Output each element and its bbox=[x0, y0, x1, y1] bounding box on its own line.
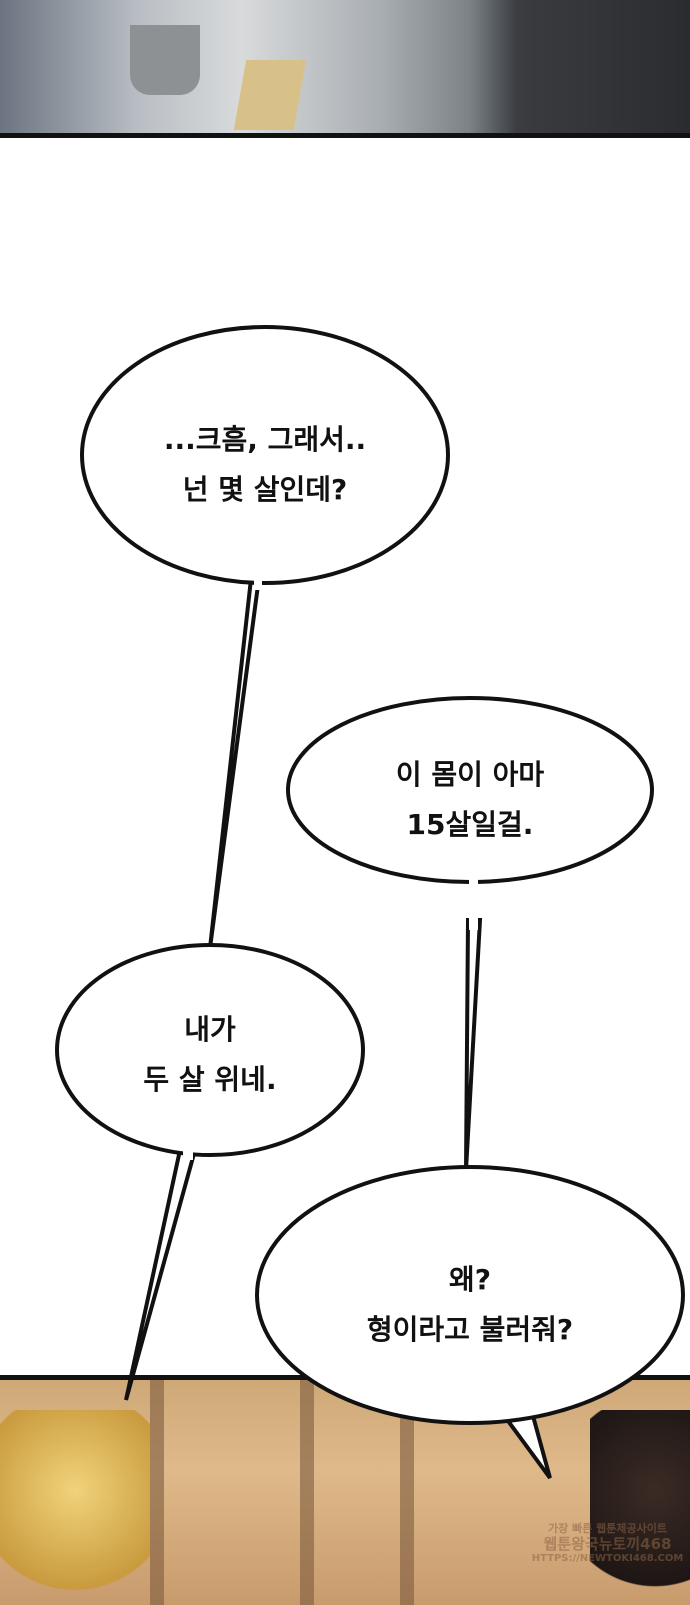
bubble-4-text: 왜? 형이라고 불러줘? bbox=[260, 1255, 680, 1355]
dialogue-line: 이 몸이 아마 bbox=[395, 758, 545, 791]
bubble-2-text: 이 몸이 아마 15살일걸. bbox=[290, 750, 650, 850]
speech-bubble-1 bbox=[80, 325, 450, 585]
watermark-line: HTTPS://NEWTOKI468.COM bbox=[531, 1552, 684, 1564]
top-panel-knight-with-teacup bbox=[0, 0, 690, 138]
dark-haired-character bbox=[590, 1410, 690, 1605]
dialogue-line: 왜? bbox=[448, 1263, 491, 1296]
bubble-3-text: 내가 두 살 위네. bbox=[60, 1005, 360, 1105]
dialogue-line: 넌 몇 살인데? bbox=[182, 473, 348, 506]
blonde-character bbox=[0, 1410, 150, 1605]
bubble-3-tail bbox=[124, 1148, 198, 1401]
wall-post bbox=[150, 1380, 164, 1605]
bubble-1-text: ...크흠, 그래서.. 넌 몇 살인데? bbox=[85, 415, 445, 515]
wall-post bbox=[300, 1380, 314, 1605]
dialogue-line: 내가 bbox=[184, 1013, 236, 1046]
bottom-panel-characters bbox=[0, 1375, 690, 1605]
bubble-1-tail bbox=[208, 568, 263, 949]
watermark: 가장 빠른 웹툰제공사이트 웹툰왕국뉴토끼468 HTTPS://NEWTOKI… bbox=[525, 1522, 690, 1564]
wall-post bbox=[400, 1380, 414, 1605]
speech-bubble-3 bbox=[55, 943, 365, 1157]
watermark-line: 가장 빠른 웹툰제공사이트 bbox=[548, 1522, 667, 1535]
dialogue-line: 형이라고 불러줘? bbox=[366, 1313, 574, 1346]
watermark-line: 웹툰왕국뉴토끼468 bbox=[543, 1534, 672, 1553]
teacup bbox=[130, 25, 200, 95]
dialogue-line: 15살일걸. bbox=[406, 808, 534, 841]
speech-bubble-4 bbox=[255, 1165, 685, 1425]
bubble-2-tail bbox=[464, 918, 483, 1171]
dialogue-line: ...크흠, 그래서.. bbox=[163, 423, 367, 456]
dialogue-line: 두 살 위네. bbox=[143, 1063, 277, 1096]
